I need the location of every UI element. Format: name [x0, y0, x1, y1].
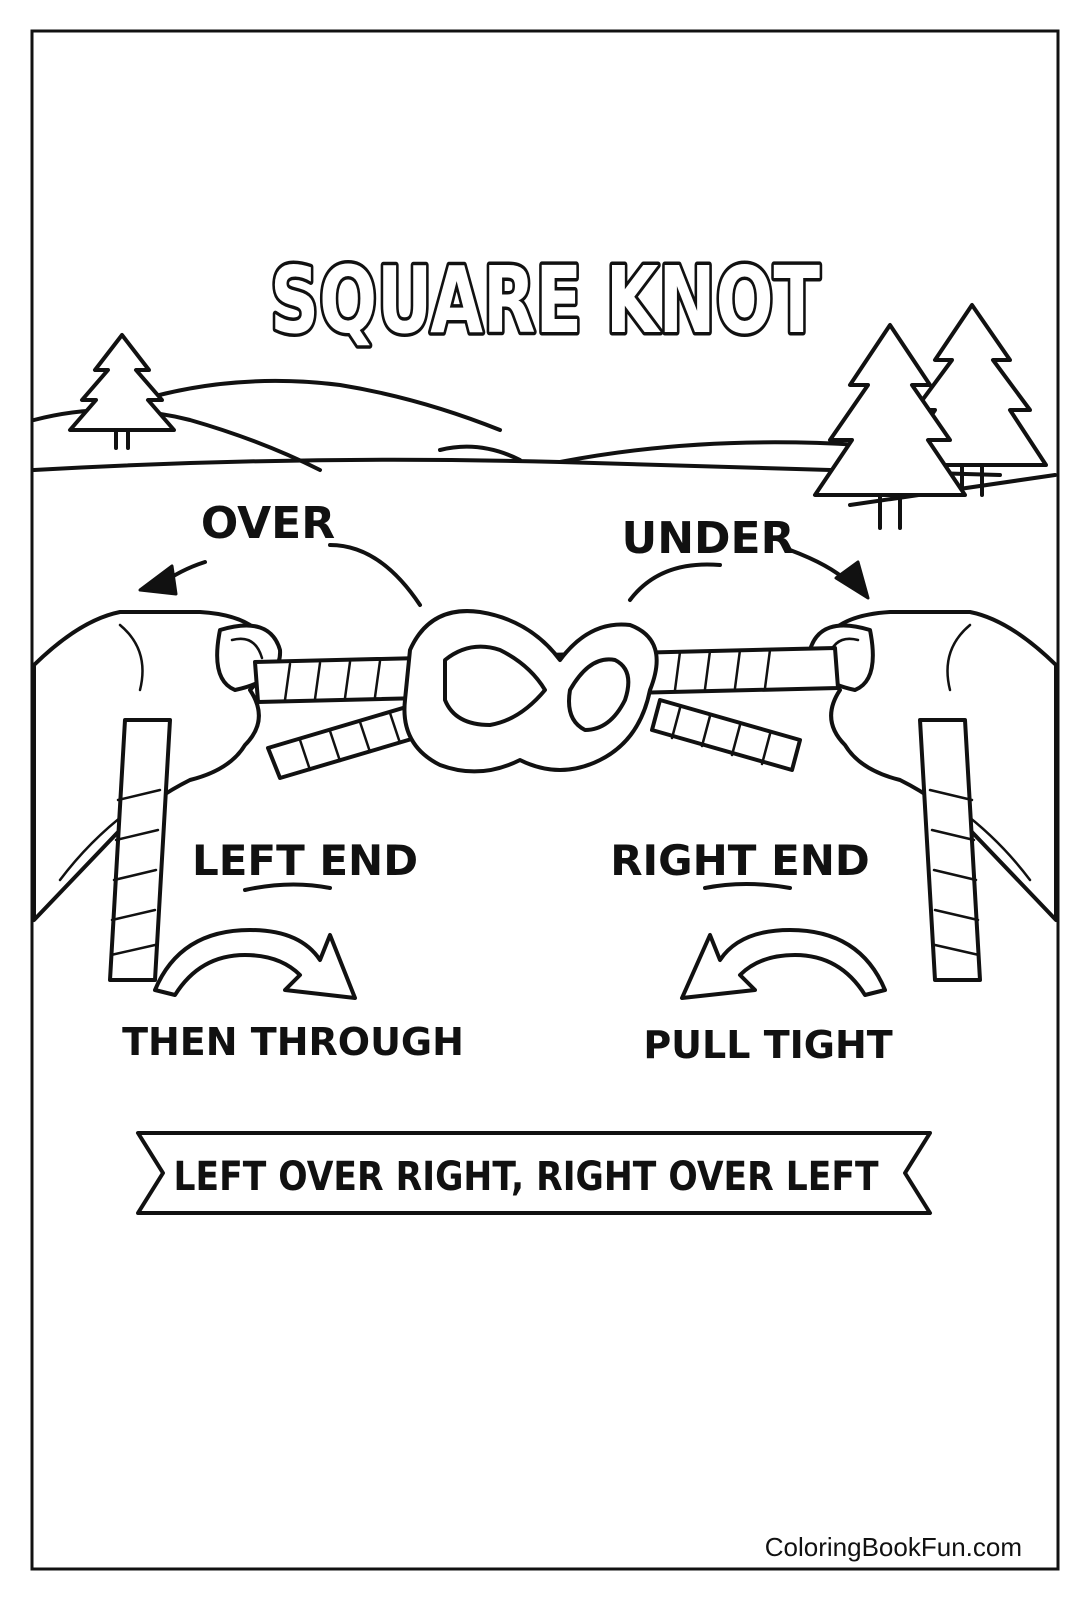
- label-over: OVER: [201, 498, 335, 549]
- label-pull-tight: PULL TIGHT: [643, 1023, 892, 1067]
- banner: [136, 1131, 932, 1215]
- pine-tree-icon: [68, 333, 176, 450]
- page-title: SQUARE KNOT: [270, 247, 820, 354]
- label-right-end: RIGHT END: [610, 836, 870, 885]
- label-under: UNDER: [621, 513, 794, 564]
- pine-tree-icon: [813, 323, 967, 530]
- rope-icon: [108, 609, 982, 982]
- label-left-end: LEFT END: [192, 836, 418, 885]
- credit-text: ColoringBookFun.com: [765, 1532, 1022, 1562]
- curved-arrow-icon: [153, 928, 357, 1000]
- banner-text: LEFT OVER RIGHT, RIGHT OVER LEFT: [174, 1154, 880, 1200]
- label-then-through: THEN THROUGH: [122, 1020, 464, 1064]
- underline: [243, 882, 332, 892]
- curved-arrow-icon: [680, 928, 887, 1000]
- underline: [703, 882, 792, 890]
- page-border: [30, 29, 1060, 1571]
- curved-arrow-icon: [628, 548, 870, 602]
- curved-arrow-icon: [138, 543, 422, 607]
